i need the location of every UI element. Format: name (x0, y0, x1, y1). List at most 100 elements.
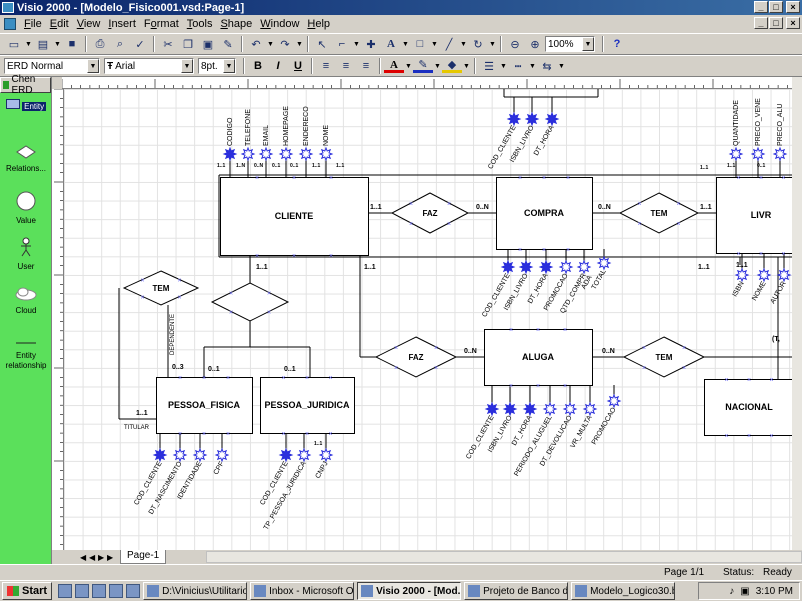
entity-livro[interactable]: ××××××LIVR (716, 175, 793, 258)
minimize-button[interactable]: _ (754, 1, 768, 13)
spelling-icon[interactable]: ✓ (135, 38, 145, 51)
fill-color-dropdown-icon[interactable]: ▼ (463, 62, 470, 70)
font-dropdown-icon[interactable]: ▼ (181, 59, 193, 73)
close-button[interactable]: × (786, 1, 800, 13)
page-nav-arrows[interactable]: ◀ ◀ ▶ ▶ (80, 553, 116, 562)
italic-button[interactable]: I (276, 60, 280, 72)
quick-launch-app-icon[interactable] (126, 584, 141, 598)
start-button[interactable]: Start (2, 582, 53, 600)
quick-launch-word-icon[interactable] (92, 584, 107, 598)
doc-restore-button[interactable]: □ (769, 17, 783, 29)
attribute-a29[interactable]: PROMOCAO (591, 393, 622, 446)
menu-file[interactable]: File (24, 18, 42, 30)
page-tab[interactable]: Page-1 (120, 550, 167, 564)
doc-minimize-button[interactable]: _ (754, 17, 768, 29)
attribute-a27[interactable]: DT_DEVOLUCAO (539, 401, 578, 468)
line-weight-icon[interactable]: ☰ (484, 60, 494, 73)
zoom-select[interactable]: 100% ▼ (545, 36, 595, 52)
attribute-a31[interactable]: DT_NASCIMENTO (148, 447, 188, 516)
last-page-icon[interactable]: ▶ (107, 552, 114, 562)
menu-view[interactable]: View (76, 18, 101, 30)
text-dropdown-icon[interactable]: ▼ (402, 40, 409, 48)
document-icon[interactable] (4, 18, 16, 30)
fill-color-icon[interactable]: ◆ (442, 59, 462, 73)
rotate-icon[interactable]: ↻ (473, 38, 483, 51)
menu-edit[interactable]: Edit (49, 18, 69, 30)
pointer-tool-icon[interactable]: ↖ (317, 38, 327, 51)
stencil-shape-entity[interactable]: Entity (0, 99, 52, 111)
cut-icon[interactable]: ✂ (163, 38, 173, 51)
font-select[interactable]: Ŧ Arial ▼ (104, 58, 194, 74)
print-icon[interactable]: ⎙ (95, 37, 105, 50)
line-ends-icon[interactable]: ⇆ (542, 60, 552, 73)
redo-dropdown-icon[interactable]: ▼ (296, 40, 303, 48)
attribute-a4[interactable]: HOMEPAGE (278, 106, 294, 162)
undo-dropdown-icon[interactable]: ▼ (267, 40, 274, 48)
task-visio[interactable]: Visio 2000 - [Mod... (357, 582, 462, 600)
line-weight-dropdown-icon[interactable]: ▼ (500, 62, 507, 70)
stencil-shape-user[interactable]: User (0, 237, 52, 271)
stencil-shape-entity-relationship[interactable]: Entity relationship (0, 339, 52, 371)
style-select[interactable]: ERD Normal ▼ (4, 58, 100, 74)
redo-icon[interactable]: ↷ (280, 38, 290, 51)
task-projeto[interactable]: Projeto de Banco de... (464, 582, 569, 600)
relationship-tem3[interactable]: ××××TEM (622, 336, 706, 378)
attribute-a11[interactable]: PRECO_VENE (750, 98, 766, 162)
doc-close-button[interactable]: × (786, 17, 800, 29)
entity-pj[interactable]: ××××××PESSOA_JURIDICA (260, 375, 355, 438)
rectangle-tool-icon[interactable]: □ (416, 38, 424, 50)
line-pattern-dropdown-icon[interactable]: ▼ (529, 62, 536, 70)
task-modelo[interactable]: Modelo_Logico30.b... (571, 582, 676, 600)
bold-button[interactable]: B (254, 60, 262, 72)
volume-icon[interactable]: ♪ (729, 585, 735, 597)
menu-tools[interactable]: Tools (186, 18, 213, 30)
title-bar[interactable]: Visio 2000 - [Modelo_Fisico001.vsd:Page-… (0, 0, 802, 15)
attribute-a5[interactable]: ENDERECO (298, 106, 314, 162)
maximize-button[interactable]: □ (769, 1, 783, 13)
save-icon[interactable]: ■ (68, 38, 76, 50)
font-size-select[interactable]: 8pt. ▼ (198, 58, 236, 74)
menu-shape[interactable]: Shape (220, 18, 253, 30)
clock[interactable]: 3:10 PM (755, 585, 793, 597)
zoom-out-icon[interactable]: ⊖ (510, 38, 520, 51)
text-tool-icon[interactable]: A (387, 38, 395, 50)
attribute-a10[interactable]: QUANTIDADE (728, 100, 744, 162)
attribute-a12[interactable]: PRECO_ALU (772, 104, 788, 162)
stencil-shape-cloud[interactable]: Cloud (0, 287, 52, 315)
attribute-a3[interactable]: EMAIL (258, 125, 274, 162)
zoom-dropdown-icon[interactable]: ▼ (582, 37, 594, 51)
entity-compra[interactable]: ××××××COMPRA (496, 175, 593, 254)
horizontal-ruler[interactable] (62, 77, 792, 89)
network-icon[interactable]: ▣ (740, 585, 750, 597)
visio-app-icon[interactable] (2, 2, 14, 13)
entity-cliente[interactable]: ××××××CLIENTE (220, 175, 369, 260)
undo-icon[interactable]: ↶ (251, 38, 261, 51)
line-color-icon[interactable]: ✎ (413, 59, 433, 73)
attribute-a21[interactable]: NOME (751, 267, 772, 302)
menu-help[interactable]: Help (307, 18, 331, 30)
entity-pf[interactable]: ××××××PESSOA_FISICA (156, 375, 253, 438)
relationship-tem2[interactable]: ××××TEM (122, 270, 200, 306)
rotate-dropdown-icon[interactable]: ▼ (489, 40, 496, 48)
connector-dropdown-icon[interactable]: ▼ (353, 40, 360, 48)
menu-window[interactable]: Window (260, 18, 300, 30)
line-dropdown-icon[interactable]: ▼ (460, 40, 467, 48)
attribute-a33[interactable]: CPF (213, 447, 230, 476)
entity-nacional[interactable]: ××××××NACIONAL (704, 377, 793, 440)
line-pattern-icon[interactable]: ┅ (514, 60, 522, 73)
attribute-a1[interactable]: CODIGO (222, 117, 238, 162)
attribute-a6[interactable]: NOME (318, 125, 334, 162)
connection-point-icon[interactable]: ✚ (366, 38, 376, 51)
vertical-scrollbar[interactable] (792, 77, 802, 550)
zoom-in-icon[interactable]: ⊕ (530, 38, 540, 51)
vertical-ruler[interactable] (52, 89, 64, 550)
line-tool-icon[interactable]: ╱ (445, 38, 453, 51)
attribute-a19[interactable]: TOTAL (591, 255, 612, 291)
first-page-icon[interactable]: ◀ (80, 552, 87, 562)
new-dropdown-icon[interactable]: ▼ (25, 40, 32, 48)
task-explorer[interactable]: D:\Vinicius\Utilitarios... (143, 582, 248, 600)
rectangle-dropdown-icon[interactable]: ▼ (431, 40, 438, 48)
attribute-a36[interactable]: CNPJ (315, 447, 334, 480)
align-right-icon[interactable]: ≡ (362, 60, 370, 72)
stencil-shape-value[interactable]: Value (0, 191, 52, 225)
